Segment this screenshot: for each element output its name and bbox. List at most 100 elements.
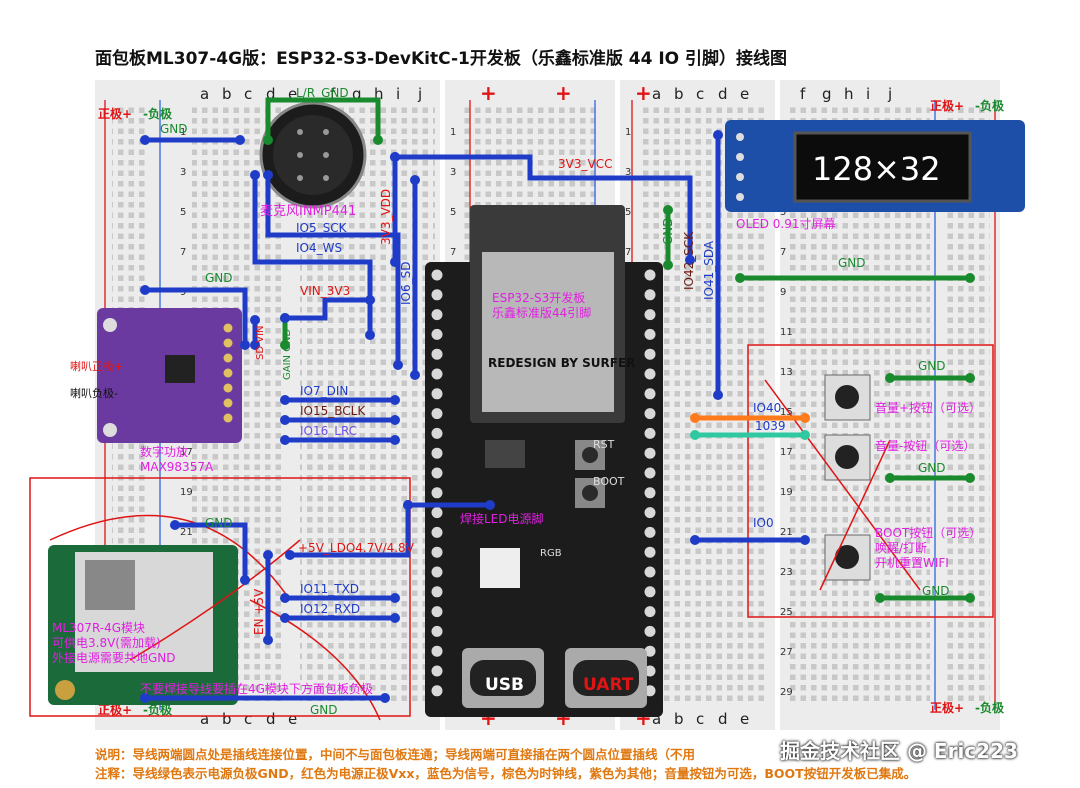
- wire-end-dot: [965, 593, 975, 603]
- svg-text:+: +: [480, 81, 497, 105]
- row-number: 9: [780, 287, 786, 298]
- boot-label: BOOT: [593, 475, 625, 488]
- rgb-label: RGB: [540, 548, 562, 559]
- wire-gnd3: [172, 522, 248, 583]
- esp-label: ESP32-S3开发板乐鑫标准版44引脚: [492, 290, 591, 320]
- row-number: 19: [780, 487, 793, 498]
- svg-text:GND: GND: [205, 516, 233, 530]
- wire-end-dot: [170, 520, 180, 530]
- wire-end-dot: [965, 473, 975, 483]
- wire-endpoints: [140, 130, 975, 703]
- row-number: 1: [625, 127, 631, 138]
- svg-text:IO4_WS: IO4_WS: [296, 241, 342, 255]
- wire-end-dot: [885, 373, 895, 383]
- wire-end-dot: [365, 330, 375, 340]
- svg-text:c: c: [244, 710, 252, 728]
- wire-end-dot: [280, 593, 290, 603]
- svg-text:正极+: 正极+: [930, 98, 964, 113]
- svg-text:GND: GND: [838, 256, 866, 270]
- svg-text:h: h: [844, 85, 854, 103]
- usb-label: USB: [485, 675, 524, 695]
- wire-end-dot: [263, 135, 273, 145]
- wire-end-dot: [410, 370, 420, 380]
- wire-end-dot: [690, 535, 700, 545]
- svg-text:j: j: [887, 85, 892, 103]
- wire-gnd-mic: [265, 97, 381, 143]
- svg-text:-负极: -负极: [975, 98, 1005, 113]
- wire-end-dot: [373, 135, 383, 145]
- wire-end-dot: [250, 340, 260, 350]
- wire-end-dot: [965, 273, 975, 283]
- wire-end-dot: [140, 285, 150, 295]
- wire-gnd2: [142, 287, 248, 348]
- wire-end-dot: [690, 413, 700, 423]
- svg-text:正极+: 正极+: [98, 106, 132, 121]
- row-number: 19: [180, 487, 193, 498]
- wire-pwr1: [392, 154, 693, 263]
- svg-text:-负极: -负极: [143, 702, 173, 717]
- wire-end-dot: [393, 360, 403, 370]
- wire-end-dot: [263, 550, 273, 560]
- volume-down-label: 音量-按钮（可选）: [875, 438, 975, 453]
- svg-text:+5V_LDO4.7V/4.8V: +5V_LDO4.7V/4.8V: [298, 541, 415, 555]
- speaker-negative-label: 喇叭负极-: [70, 386, 118, 400]
- svg-text:IO16_LRC: IO16_LRC: [300, 424, 357, 438]
- vertical-labels: 3V3_VDD IO6_SD SD VIN GAIN GND GND IO42_…: [252, 189, 716, 635]
- row-number: 17: [180, 447, 193, 458]
- svg-text:f: f: [330, 85, 336, 103]
- mic-label: 麦克风INMP441: [260, 204, 356, 219]
- wire-end-dot: [800, 430, 810, 440]
- ml307-4g-module: [48, 545, 238, 705]
- svg-text:d: d: [718, 710, 728, 728]
- wire-end-dot: [390, 593, 400, 603]
- wire-end-dot: [263, 170, 273, 180]
- wire-end-dot: [800, 535, 810, 545]
- svg-text:-负极: -负极: [143, 106, 173, 121]
- svg-text:正极+: 正极+: [930, 700, 964, 715]
- tactile-buttons: [824, 374, 871, 581]
- wire-end-dot: [390, 613, 400, 623]
- svg-text:GND: GND: [661, 217, 675, 245]
- wire-pwr3: [282, 297, 373, 321]
- wire-end-dot: [965, 373, 975, 383]
- wire-end-dot: [735, 273, 745, 283]
- wire-end-dot: [235, 135, 245, 145]
- svg-text:IO6_SD: IO6_SD: [399, 262, 413, 305]
- row-number: 3: [450, 167, 456, 178]
- row-number: 29: [780, 687, 793, 698]
- svg-text:3V3_VDD: 3V3_VDD: [379, 189, 393, 245]
- svg-text:a: a: [652, 85, 661, 103]
- svg-text:b: b: [222, 710, 232, 728]
- svg-text:+: +: [555, 81, 572, 105]
- row-number: 3: [625, 167, 631, 178]
- svg-text:d: d: [266, 710, 276, 728]
- oled-label: OLED 0.91寸屏幕: [736, 217, 836, 231]
- redesign-label: REDESIGN BY SURFER: [488, 356, 635, 370]
- row-number: 5: [780, 207, 786, 218]
- svg-text:d: d: [718, 85, 728, 103]
- row-number: 11: [780, 327, 793, 338]
- wire-end-dot: [885, 473, 895, 483]
- wire-end-dot: [800, 413, 810, 423]
- svg-text:b: b: [674, 710, 684, 728]
- svg-text:GND: GND: [918, 359, 946, 373]
- wire-end-dot: [140, 135, 150, 145]
- speaker-positive-label: 喇叭正极+: [70, 359, 123, 373]
- svg-text:e: e: [288, 710, 297, 728]
- svg-text:IO42_SCK: IO42_SCK: [682, 231, 696, 290]
- wire-end-dot: [280, 415, 290, 425]
- rst-label: RST: [593, 438, 615, 451]
- volume-up-label: 音量+按钮（可选）: [875, 400, 981, 415]
- page-title: 面包板ML307-4G版：ESP32-S3-DevKitC-1开发板（乐鑫标准版…: [95, 49, 788, 69]
- microphone-inmp441: [259, 101, 367, 209]
- wire-end-dot: [663, 260, 673, 270]
- wire-end-dot: [250, 170, 260, 180]
- note-line-1: 说明：导线两端圆点处是插线连接位置，中间不与面包板连通；导线两端可直接插在两个圆…: [95, 747, 696, 762]
- svg-text:+: +: [635, 81, 652, 105]
- svg-text:IO7_DIN: IO7_DIN: [300, 384, 348, 398]
- row-number: 7: [625, 247, 631, 258]
- row-number: 5: [450, 207, 456, 218]
- svg-text:SD VIN: SD VIN: [255, 326, 266, 361]
- wire-pwr6: [287, 502, 411, 558]
- wire-end-dot: [390, 435, 400, 445]
